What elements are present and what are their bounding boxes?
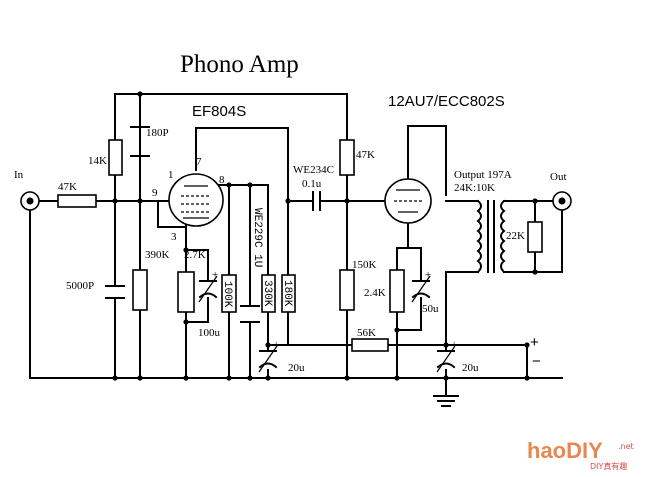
label-2k7: 2.7K	[184, 249, 206, 261]
watermark-suffix: .net	[618, 442, 634, 451]
input-jack	[20, 191, 40, 211]
capacitor-180p	[130, 126, 150, 157]
label-330k: 330K	[261, 280, 273, 307]
label-20u-a: 20u	[288, 362, 305, 374]
pin-7-label: 7	[196, 156, 202, 168]
plus-sign: +	[425, 269, 431, 281]
label-r-in: 47K	[58, 181, 77, 193]
label-100k: 100K	[221, 281, 233, 308]
input-label: In	[14, 169, 24, 181]
capacitor-we229c	[240, 305, 260, 323]
label-50u: 50u	[422, 303, 439, 315]
label-390k: 390K	[145, 249, 170, 261]
tube-v2-label: 12AU7/ECC802S	[388, 93, 505, 110]
supply-plus: +	[530, 334, 539, 351]
resistor-47k-plate	[339, 139, 355, 176]
input-resistor	[57, 194, 97, 208]
resistor-390k	[132, 269, 148, 311]
plus-sign: +	[212, 269, 218, 281]
label-150k: 150K	[352, 259, 377, 271]
label-47k-plate: 47K	[356, 149, 375, 161]
label-20u-b: 20u	[462, 362, 479, 374]
output-label: Out	[550, 171, 567, 183]
resistor-150k	[339, 269, 355, 311]
watermark-sub: DIY真有趣	[590, 461, 627, 471]
pin-1-label: 1	[168, 169, 174, 181]
resistor-100k	[221, 274, 237, 313]
diagram-title: Phono Amp	[180, 51, 299, 78]
label-we234c-value: 0.1u	[302, 178, 322, 190]
resistor-2k7	[177, 271, 195, 313]
watermark-brand: haoDIY	[527, 438, 603, 463]
output-transformer-197a	[476, 199, 506, 274]
resistor-180k	[281, 274, 296, 313]
capacitor-20u-b-electrolytic: +	[436, 339, 457, 373]
capacitor-100u-electrolytic: +	[198, 269, 218, 303]
junction-dots	[112, 91, 538, 381]
label-2k4: 2.4K	[364, 287, 386, 299]
haodiy-watermark-logo: haoDIY .net DIY真有趣	[527, 438, 634, 471]
capacitor-20u-a-electrolytic: +	[258, 339, 279, 373]
tube-ef804s	[168, 173, 224, 227]
pin-3-label: 3	[171, 231, 177, 243]
plus-sign: +	[451, 339, 457, 351]
label-5000p: 5000P	[66, 280, 94, 292]
resistor-22k	[527, 221, 543, 253]
capacitor-5000p	[105, 285, 125, 299]
label-180k: 180K	[281, 280, 293, 307]
capacitor-we234c	[312, 191, 321, 211]
label-100u: 100u	[198, 327, 221, 339]
label-180p: 180P	[146, 127, 169, 139]
pin-8-label: 8	[219, 174, 225, 186]
plus-sign: +	[273, 339, 279, 351]
label-transformer-ratio: 24K:10K	[454, 182, 495, 194]
label-we234c: WE234C	[293, 164, 334, 176]
resistor-330k	[261, 274, 276, 313]
label-transformer: Output 197A	[454, 169, 512, 181]
output-jack	[552, 191, 572, 211]
supply-minus: −	[532, 353, 541, 370]
resistor-56k	[351, 338, 389, 352]
capacitor-50u-electrolytic: +	[411, 269, 431, 303]
resistor-14k	[108, 139, 123, 176]
tube-v1-label: EF804S	[192, 103, 246, 120]
label-22k: 22K	[506, 230, 525, 242]
label-56k: 56K	[357, 327, 376, 339]
ground-symbol	[433, 395, 459, 407]
wiring	[29, 93, 563, 397]
label-14k: 14K	[88, 155, 107, 167]
label-we229c: WE229C 1U	[251, 208, 263, 267]
tube-12au7	[384, 178, 432, 224]
pin-9-label: 9	[152, 187, 158, 199]
resistor-2k4	[389, 269, 405, 313]
